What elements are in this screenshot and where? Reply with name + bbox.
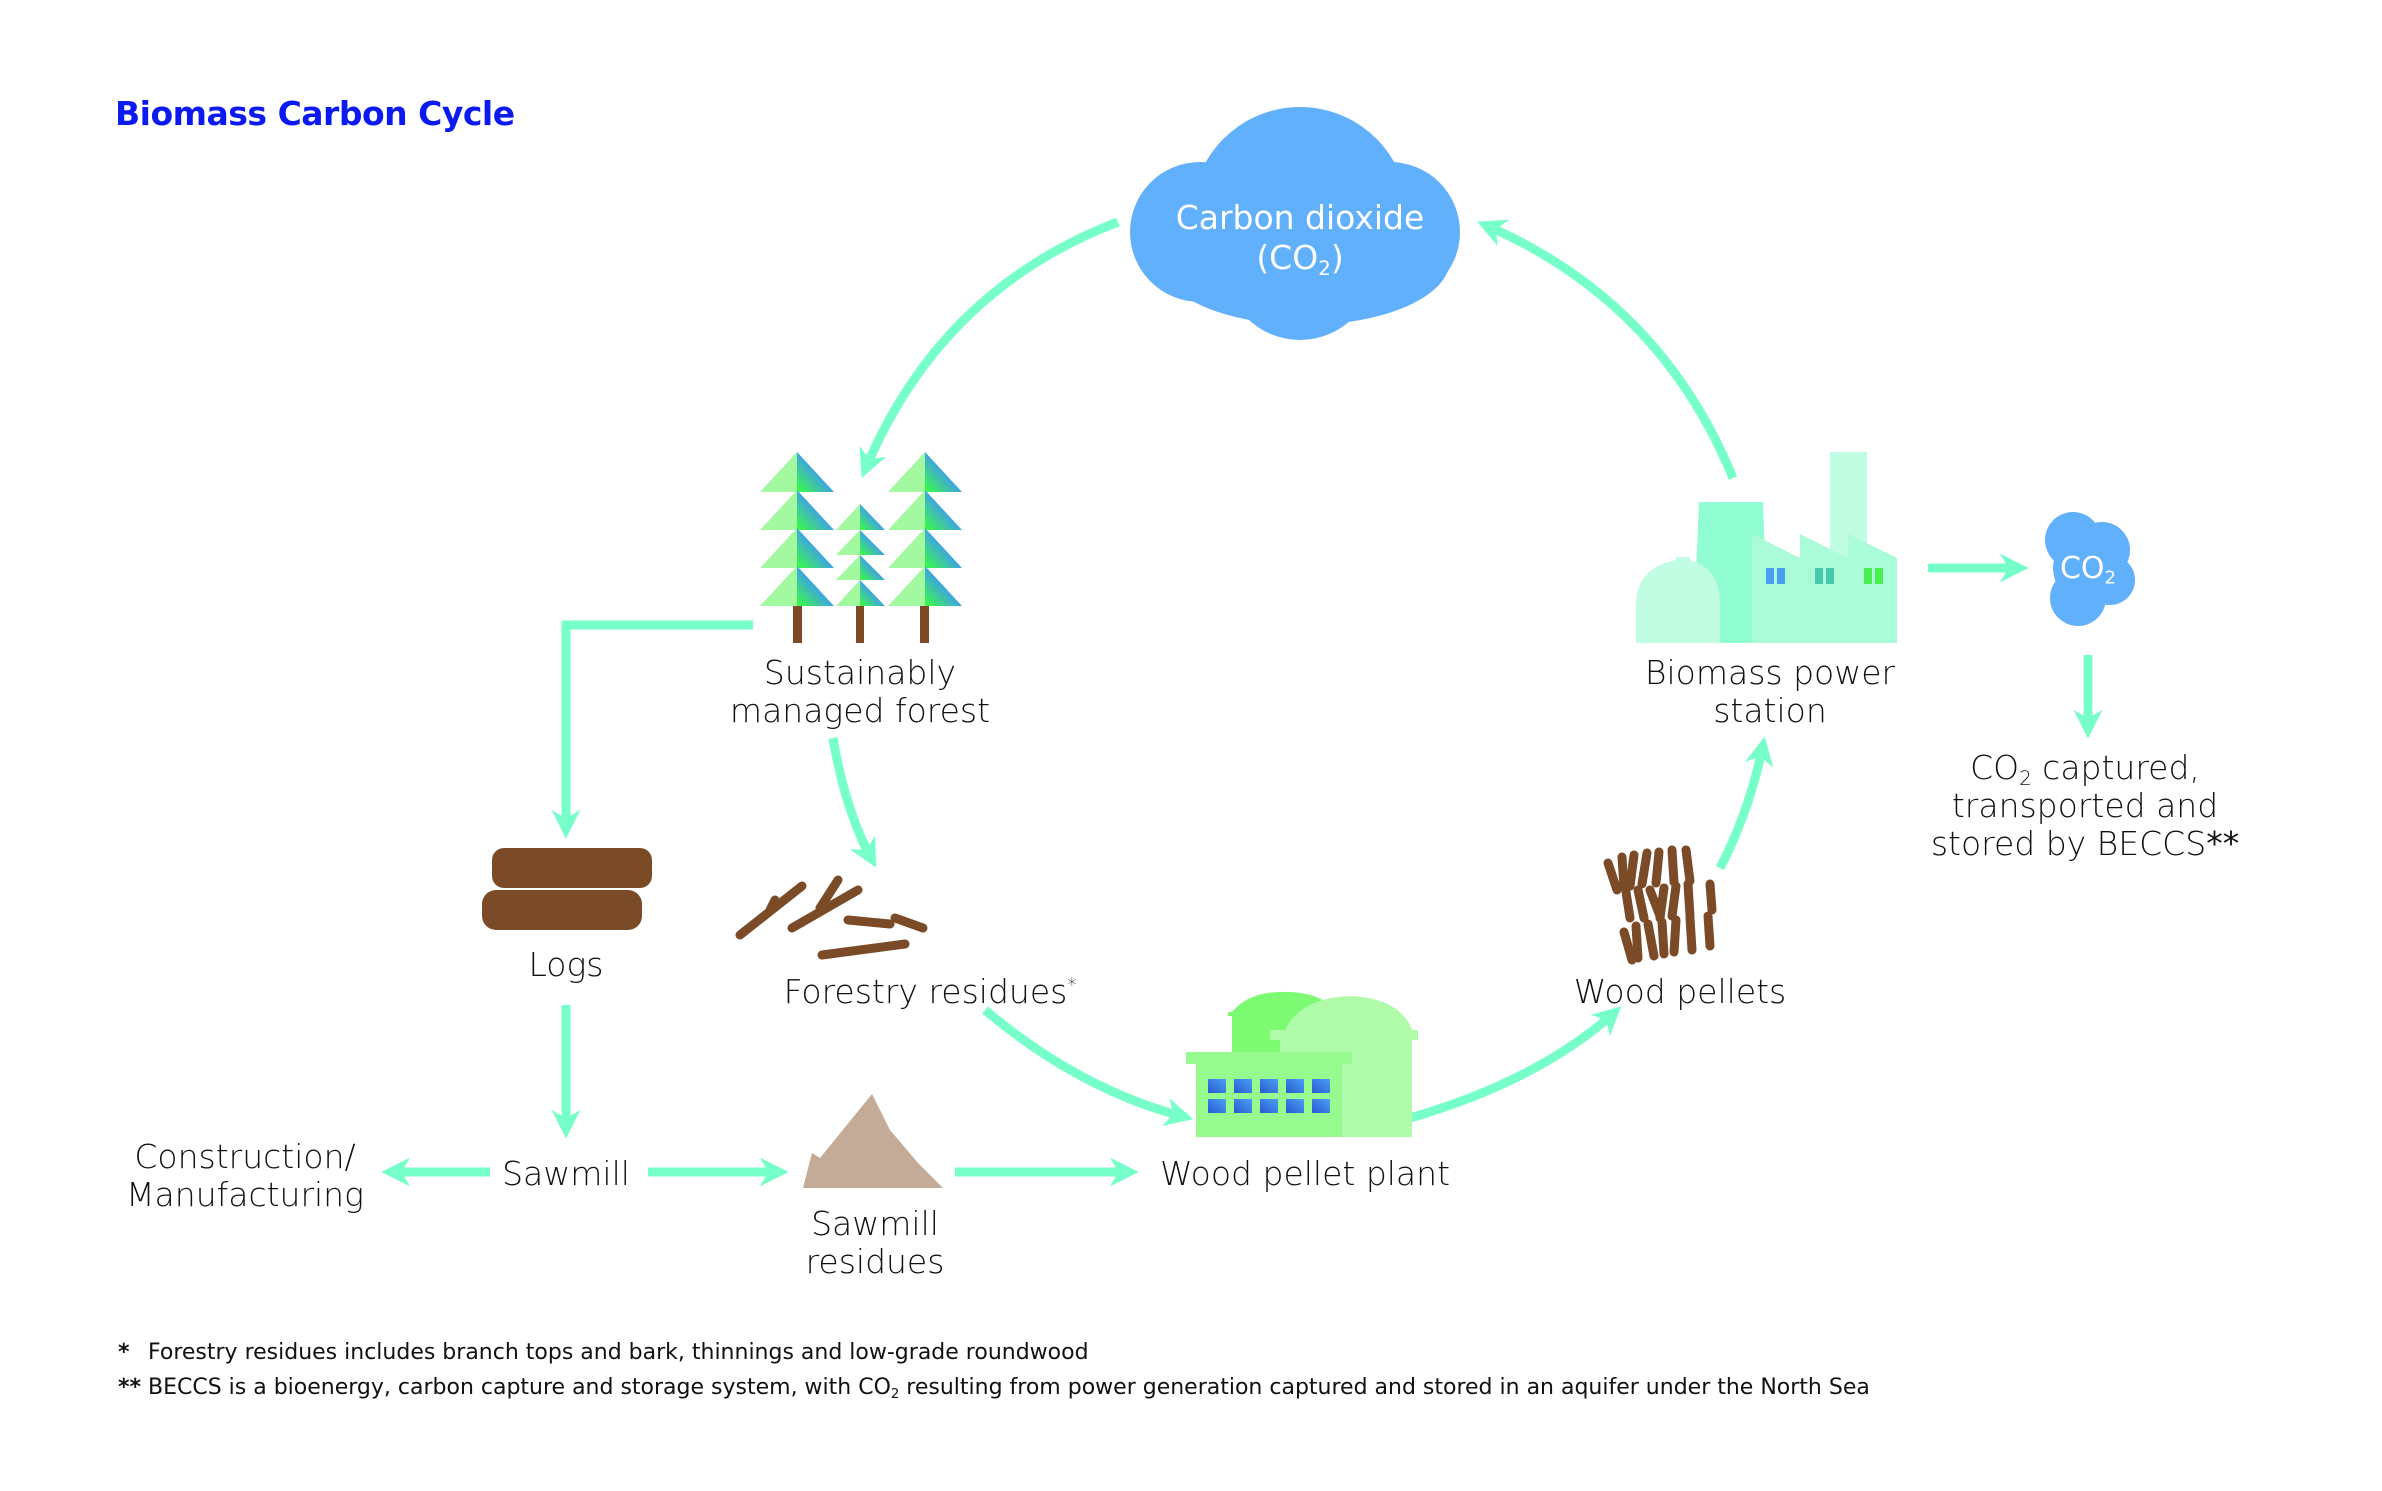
sawmill-label: Sawmill xyxy=(502,1154,630,1193)
footnote-2-text-prefix: BECCS is a bioenergy, carbon capture and… xyxy=(148,1375,891,1400)
power-station-label-line2: station xyxy=(1713,691,1827,730)
footnote-2: **BECCS is a bioenergy, carbon capture a… xyxy=(118,1375,1870,1402)
co2-subscript: 2 xyxy=(1318,256,1331,280)
tree-right xyxy=(888,452,962,606)
forestry-residues-label: Forestry residues* xyxy=(760,973,1100,1011)
footnote-2-subscript: 2 xyxy=(890,1386,900,1402)
forest-label: Sustainably managed forest xyxy=(700,654,1020,730)
arrow-plant-to-pellets xyxy=(1408,1006,1622,1123)
small-cloud-icon xyxy=(2045,512,2135,626)
footnote-1-text: Forestry residues includes branch tops a… xyxy=(148,1340,1089,1365)
trees-icon xyxy=(760,452,962,643)
beccs-line1-suffix: captured, xyxy=(2031,748,2200,787)
sawmill-residues-label-line2: residues xyxy=(805,1242,945,1281)
sawmill-residues-label-line1: Sawmill xyxy=(811,1204,939,1243)
pellets-icon xyxy=(1603,845,1717,965)
sawmill-residues-label: Sawmill residues xyxy=(775,1205,975,1281)
power-station-label-line1: Biomass power xyxy=(1644,653,1896,692)
beccs-label: CO2 captured, transported and stored by … xyxy=(1910,749,2260,863)
construction-label-line1: Construction/ xyxy=(134,1137,356,1176)
construction-label: Construction/ Manufacturing xyxy=(100,1138,390,1214)
co2-small-subscript: 2 xyxy=(2104,567,2116,589)
forest-label-line2: managed forest xyxy=(729,691,991,730)
beccs-label-line1: CO2 captured, xyxy=(1910,748,2260,790)
footnote-1-mark: * xyxy=(118,1340,130,1365)
logs-label: Logs xyxy=(528,945,604,984)
beccs-co2-prefix: CO xyxy=(1970,748,2020,787)
co2-small-label: CO2 xyxy=(2040,549,2136,589)
carbon-dioxide-label: Carbon dioxide (CO2) xyxy=(1160,198,1440,278)
arrow-forest-to-logs xyxy=(551,620,753,839)
pellet-plant-icon xyxy=(1186,991,1418,1137)
flow-arrows xyxy=(381,217,2103,1187)
tree-left xyxy=(760,452,834,606)
co2-small-prefix: CO xyxy=(2059,551,2105,586)
beccs-footnote-mark: ** xyxy=(2206,824,2240,863)
factory-icon xyxy=(1636,452,1897,643)
beccs-co2-subscript: 2 xyxy=(2019,766,2032,790)
forest-label-line1: Sustainably xyxy=(763,653,957,692)
footnote-2-mark: ** xyxy=(118,1375,142,1400)
arrow-station-to-co2 xyxy=(1477,219,1738,480)
co2-suffix: ) xyxy=(1330,238,1344,277)
forestry-residues-footnote-mark: * xyxy=(1067,974,1077,996)
carbon-dioxide-line1: Carbon dioxide xyxy=(1175,198,1425,237)
power-station-label: Biomass power station xyxy=(1620,654,1920,730)
logs-icon xyxy=(482,848,652,930)
wood-pellets-label: Wood pellets xyxy=(1573,972,1787,1011)
arrow-pellets-to-station xyxy=(1716,736,1774,871)
arrow-forestry-residues-to-plant xyxy=(982,1006,1194,1126)
arrow-co2-to-forest xyxy=(859,217,1120,478)
beccs-label-line3: stored by BECCS** xyxy=(1910,825,2260,863)
forestry-residues-text: Forestry residues xyxy=(783,972,1068,1011)
arrow-forest-to-residues xyxy=(828,737,877,868)
sawdust-pile-icon xyxy=(803,1094,943,1188)
footnote-1: * Forestry residues includes branch tops … xyxy=(118,1340,1089,1365)
footnote-2-text-suffix: resulting from power generation captured… xyxy=(899,1375,1870,1400)
co2-prefix: (CO xyxy=(1256,238,1319,277)
wood-pellet-plant-label: Wood pellet plant xyxy=(1159,1154,1451,1193)
tree-middle xyxy=(836,504,885,606)
diagram-title: Biomass Carbon Cycle xyxy=(115,94,515,133)
construction-label-line2: Manufacturing xyxy=(126,1175,364,1214)
beccs-line3-text: stored by BECCS xyxy=(1930,824,2207,863)
branches-icon xyxy=(735,875,928,960)
carbon-dioxide-line2: (CO2) xyxy=(1160,238,1440,278)
plant-windows xyxy=(1208,1079,1330,1113)
beccs-label-line2: transported and xyxy=(1951,786,2219,825)
cloud-icon xyxy=(1130,107,1460,340)
